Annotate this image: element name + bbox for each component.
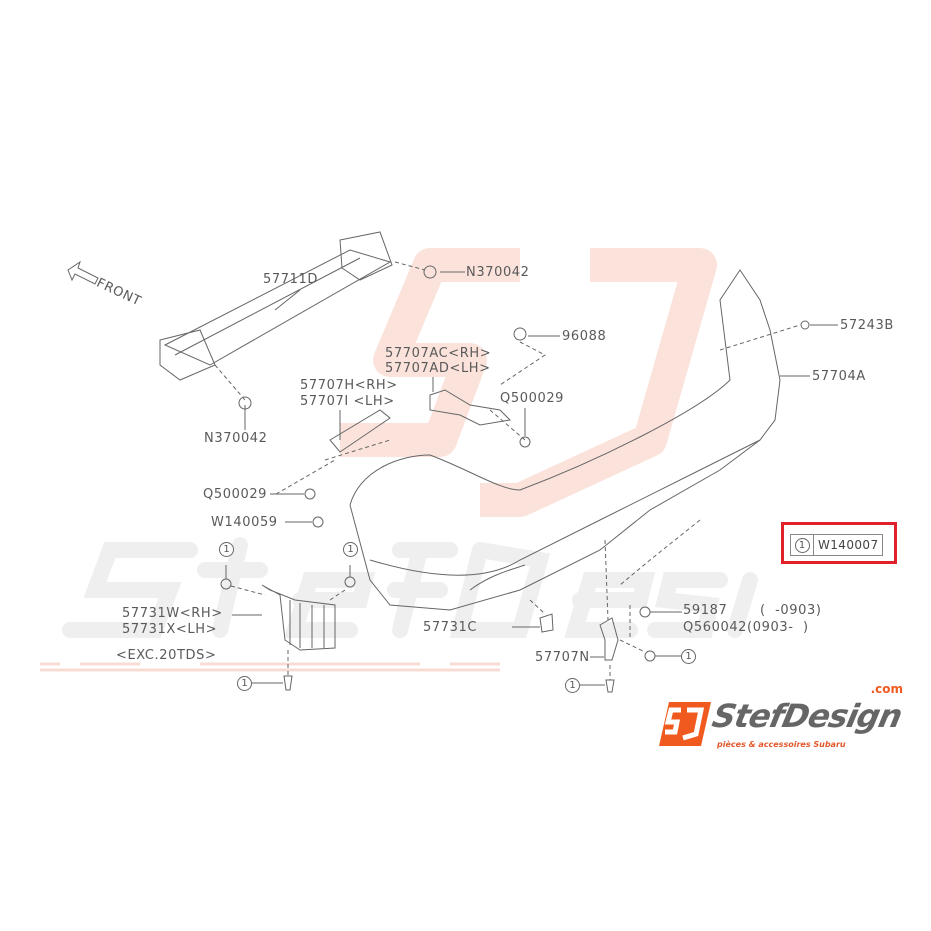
part-label-Q500029-left: Q500029 — [203, 487, 268, 502]
watermark-brand-icon — [62, 537, 758, 638]
part-label-Q560042: Q560042(0903- ) — [683, 620, 809, 635]
part-label-57731W: 57731W<RH> — [122, 606, 223, 621]
part-label-57707H: 57707H<RH> — [300, 378, 398, 393]
part-label-96088: 96088 — [562, 329, 607, 344]
beam-57711D — [163, 249, 392, 366]
ref-marker-1: 1 — [237, 676, 252, 691]
logo-domain: .com — [870, 682, 903, 696]
front-arrow-icon — [67, 260, 99, 285]
part-label-57731C: 57731C — [423, 620, 478, 635]
bumper-57704A — [349, 269, 781, 611]
ref-marker-1: 1 — [343, 542, 358, 557]
highlighted-part-callout: 1 W140007 — [781, 522, 897, 564]
part-label-57711D: 57711D — [263, 272, 318, 287]
part-label-W140059: W140059 — [211, 515, 278, 530]
logo-brand: StefDesign — [708, 697, 905, 735]
part-label-57707AD: 57707AD<LH> — [385, 361, 491, 376]
sj-logo-icon — [659, 702, 711, 746]
callout-ref-marker: 1 — [794, 537, 810, 553]
stefdesign-logo: StefDesign .com pièces & accessoires Sub… — [657, 682, 907, 756]
part-label-57243B: 57243B — [840, 318, 894, 333]
part-label-57707N: 57707N — [535, 650, 590, 665]
part-label-59187-range: ( -0903) — [760, 603, 822, 618]
ref-marker-1: 1 — [565, 678, 580, 693]
part-label-57707I: 57707I <LH> — [300, 394, 395, 409]
part-label-59187: 59187 — [683, 603, 728, 618]
part-label-Q500029-right: Q500029 — [500, 391, 565, 406]
part-label-57731X: 57731X<LH> — [122, 622, 218, 637]
ref-marker-1: 1 — [681, 649, 696, 664]
callout-part-code: W140007 — [818, 538, 879, 552]
applicability-note: <EXC.20TDS> — [116, 648, 217, 663]
watermark-tagline-icon — [40, 662, 500, 672]
part-label-57704A: 57704A — [812, 369, 866, 384]
part-label-N370042-top: N370042 — [466, 265, 530, 280]
part-label-57707AC: 57707AC<RH> — [385, 346, 492, 361]
part-label-N370042-left: N370042 — [204, 431, 268, 446]
ref-marker-1: 1 — [219, 542, 234, 557]
logo-tagline: pièces & accessoires Subaru — [717, 740, 846, 749]
